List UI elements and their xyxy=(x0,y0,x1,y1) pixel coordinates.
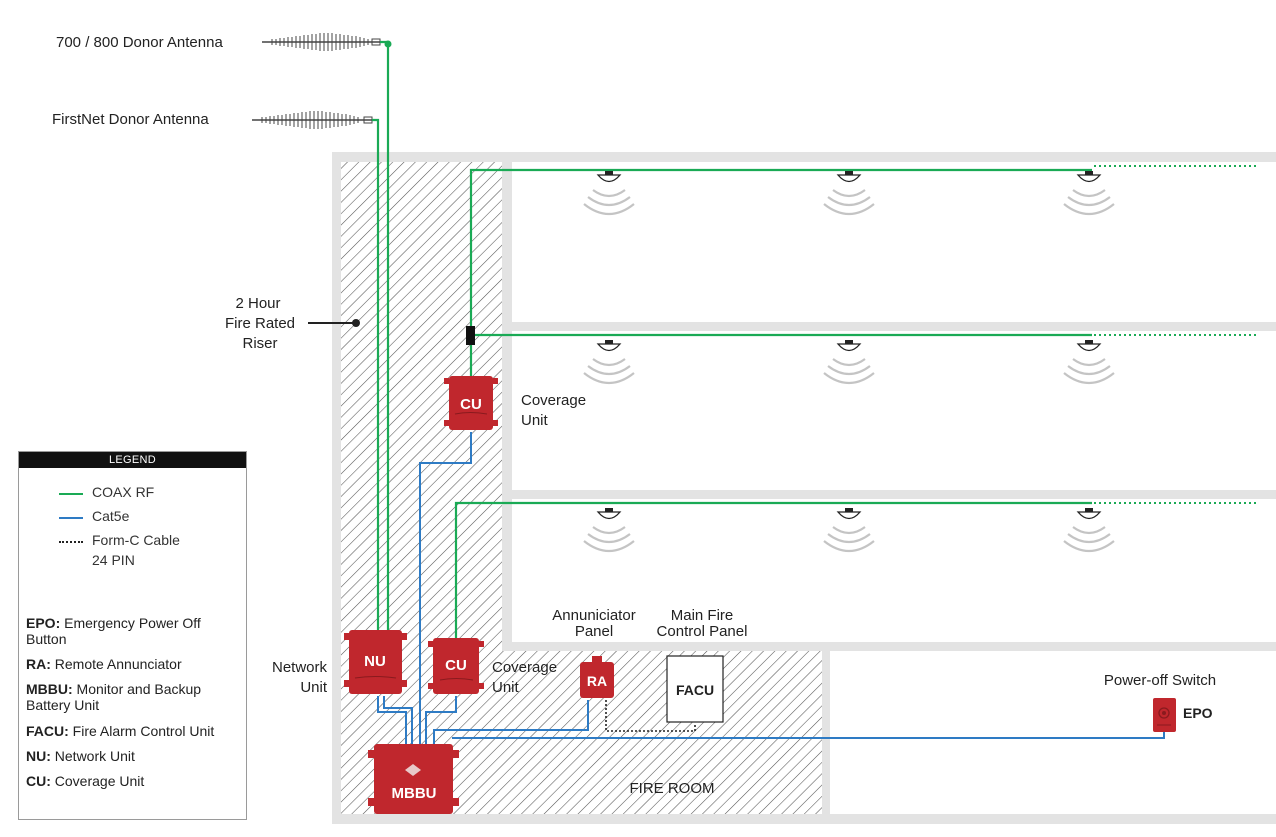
riser-callout xyxy=(308,319,360,327)
antenna-junction xyxy=(384,40,392,48)
ceiling-antenna-icon xyxy=(1063,508,1115,553)
remote-annunciator xyxy=(580,656,614,698)
legend-cat5e-swatch xyxy=(59,517,83,519)
fire-room-label: FIRE ROOM xyxy=(630,780,715,797)
ceiling-antenna-icon xyxy=(823,340,875,385)
fire-room-area xyxy=(502,651,822,814)
cu-top-caption-2: Unit xyxy=(521,412,549,429)
nu-caption-1: Network xyxy=(272,659,328,676)
legend-formc-label: Form-C Cable xyxy=(92,532,180,548)
mbbu-unit xyxy=(368,744,459,814)
legend-panel: LEGEND COAX RF Cat5e Form-C Cable 24 PIN… xyxy=(18,451,247,820)
ceiling-antenna-icon xyxy=(823,171,875,216)
ceiling-antenna-icon xyxy=(583,340,635,385)
epo-code: EPO xyxy=(1183,705,1213,721)
fire-rated-riser xyxy=(341,162,502,814)
ra-code: RA xyxy=(587,673,607,689)
ceiling-antenna-icon xyxy=(1063,171,1115,216)
coverage-unit-bottom xyxy=(428,638,484,694)
nu-caption-2: Unit xyxy=(300,679,328,696)
ceiling-antenna-icon xyxy=(823,508,875,553)
riser-label-line2: Fire Rated xyxy=(225,315,295,332)
riser-label-line1: 2 Hour xyxy=(235,295,280,312)
coverage-antennas xyxy=(583,171,1115,553)
legend-def-epo: EPO: Emergency Power Off Button xyxy=(26,615,201,647)
splitter xyxy=(466,326,475,345)
facu-panel xyxy=(666,655,724,723)
legend-title: LEGEND xyxy=(19,452,246,468)
facu-code: FACU xyxy=(676,682,714,698)
epo-switch xyxy=(1153,698,1176,732)
cu-bottom-caption-2: Unit xyxy=(492,679,520,696)
ra-caption-2: Panel xyxy=(575,623,613,640)
facu-caption-2: Control Panel xyxy=(657,623,748,640)
coverage-unit-top xyxy=(444,376,498,430)
cu-top-caption-1: Coverage xyxy=(521,392,586,409)
legend-coax-swatch xyxy=(59,493,83,495)
network-unit xyxy=(344,630,407,694)
donor-700-800-label: 700 / 800 Donor Antenna xyxy=(56,34,223,51)
legend-def-ra: RA: Remote Annunciator xyxy=(26,656,182,672)
legend-formc-label-2: 24 PIN xyxy=(92,552,135,568)
epo-caption: Power-off Switch xyxy=(1104,672,1216,689)
cu-top-code: CU xyxy=(460,396,482,413)
form-c-cable xyxy=(605,700,696,732)
mbbu-code: MBBU xyxy=(392,785,437,802)
cat5e-lines xyxy=(377,432,1165,745)
legend-def-mbbu: MBBU: Monitor and Backup Battery Unit xyxy=(26,681,202,713)
legend-formc-swatch xyxy=(59,541,83,543)
legend-def-cu: CU: Coverage Unit xyxy=(26,773,145,789)
legend-def-nu: NU: Network Unit xyxy=(26,748,135,764)
facu-caption-1: Main Fire xyxy=(671,607,734,624)
donor-antenna-firstnet xyxy=(252,111,373,129)
ceiling-antenna-icon xyxy=(583,508,635,553)
legend-cat5e-label: Cat5e xyxy=(92,508,130,524)
nu-code: NU xyxy=(364,653,386,670)
riser-label-line3: Riser xyxy=(242,335,277,352)
donor-antenna-700-800 xyxy=(262,33,381,51)
ceiling-antenna-icon xyxy=(1063,340,1115,385)
building-walls xyxy=(332,152,1276,824)
ra-caption-1: Annuniciator xyxy=(552,607,635,624)
legend-def-facu: FACU: Fire Alarm Control Unit xyxy=(26,723,215,739)
cu-bottom-caption-1: Coverage xyxy=(492,659,557,676)
ceiling-antenna-icon xyxy=(583,171,635,216)
coax-continuation xyxy=(1094,165,1256,504)
cu-bottom-code: CU xyxy=(445,657,467,674)
legend-coax-label: COAX RF xyxy=(92,484,155,500)
firstnet-label: FirstNet Donor Antenna xyxy=(52,111,209,128)
